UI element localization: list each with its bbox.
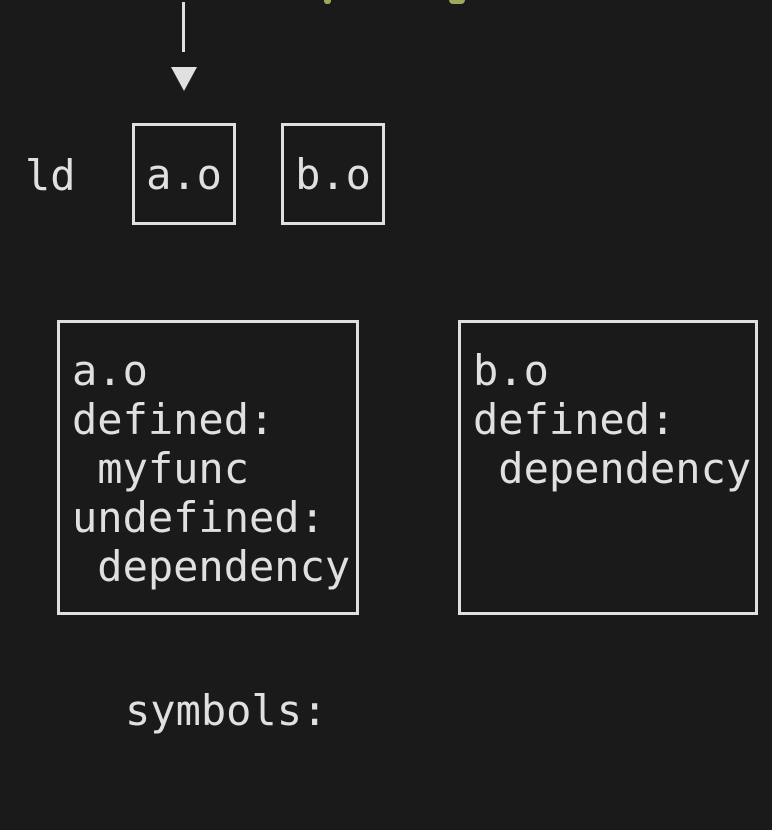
arrow-down-icon [171, 67, 197, 91]
symbols-caption: symbols: [125, 686, 328, 735]
input-file-label: a.o [146, 149, 222, 199]
input-file-box-bo: b.o [281, 123, 385, 225]
symbol-table-line: b.o [473, 346, 549, 395]
linker-command-label: ld [25, 151, 76, 200]
clipped-green-text-fragment-icon [324, 0, 331, 4]
symbol-table-line: dependency [473, 444, 752, 493]
symbol-table-box-bo: b.o defined: dependency [458, 320, 758, 615]
symbol-table-box-ao: a.o defined: myfunc undefined: dependenc… [57, 320, 359, 615]
clipped-green-text-fragment-icon [449, 0, 465, 4]
symbol-table-line: myfunc [72, 444, 250, 493]
symbol-table-line: undefined: [72, 493, 325, 542]
input-file-label: b.o [295, 149, 371, 199]
symbol-table-line: dependency [72, 542, 351, 591]
symbol-table-line: a.o [72, 346, 148, 395]
symbol-table-line: defined: [473, 395, 676, 444]
input-file-box-ao: a.o [132, 123, 236, 225]
symbol-table-line: defined: [72, 395, 275, 444]
arrow-down-line [182, 2, 185, 52]
